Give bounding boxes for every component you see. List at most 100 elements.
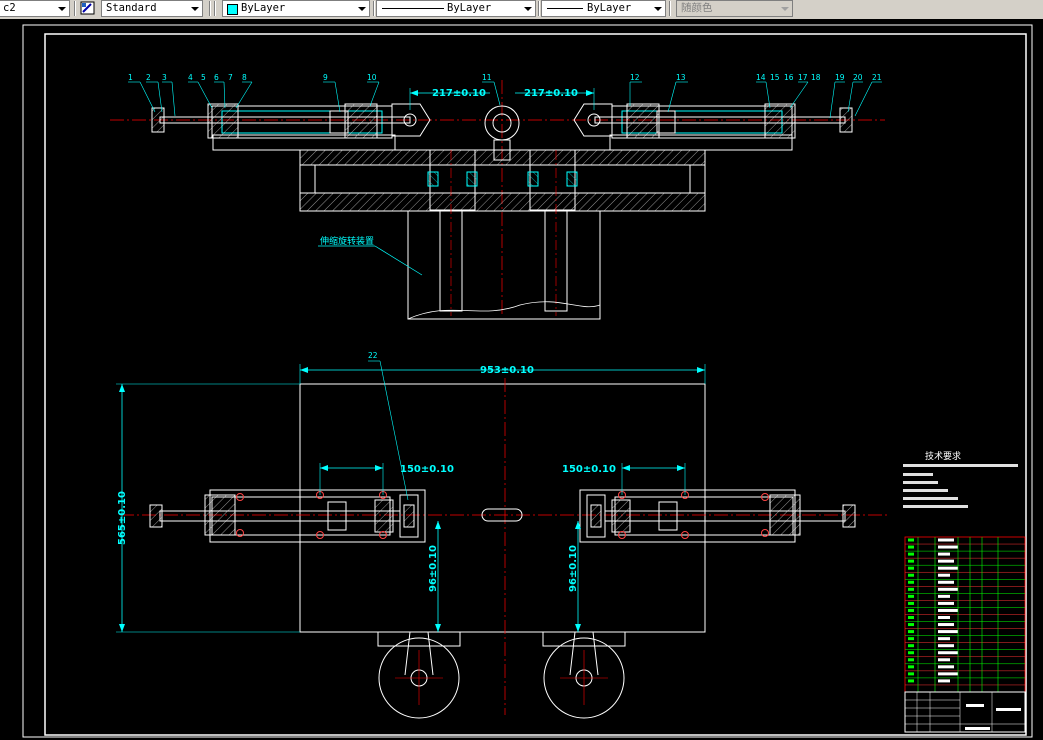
parts-list-index — [908, 573, 914, 577]
toolbar-separator — [214, 1, 216, 16]
sheet-outer-border — [22, 24, 1033, 738]
chevron-down-icon — [524, 7, 532, 11]
rotation-column — [407, 210, 601, 320]
parts-list-cell — [938, 651, 958, 655]
balloon-7: 7 — [228, 73, 233, 82]
color-dropdown-value: ByLayer — [241, 2, 286, 14]
dim-150-left: 150±0.10 — [400, 464, 454, 475]
parts-list-cell — [938, 665, 954, 669]
dim-96-right: 96±0.10 — [568, 545, 579, 592]
balloon-4: 4 — [188, 73, 193, 82]
parts-list-cell — [938, 630, 958, 634]
left-rod-end — [151, 107, 165, 133]
parts-list-cell — [938, 623, 954, 627]
parts-list-index — [908, 679, 914, 683]
balloon-19: 19 — [835, 73, 845, 82]
bottom-view: 953±0.10 565±0.10 150±0.10 150±0.10 96±0… — [116, 360, 888, 719]
parts-list-cell — [938, 616, 950, 619]
tech-title: 技术要求 — [925, 450, 961, 462]
tech-line-3 — [903, 481, 938, 484]
parts-list-index — [908, 608, 914, 612]
right-clevis-pin — [587, 113, 601, 127]
chevron-down-icon — [654, 7, 662, 11]
color-dropdown[interactable]: ByLayer — [222, 0, 370, 17]
parts-list-cell — [938, 658, 950, 662]
left-front-cap — [207, 103, 239, 139]
balloon-2: 2 — [146, 73, 151, 82]
balloon-8: 8 — [242, 73, 247, 82]
balloon-16: 16 — [784, 73, 794, 82]
dim-565: 565±0.10 — [117, 491, 128, 545]
cad-drawing: 217±0.10 217±0.10 伸缩旋转装置 1 2 3 4 5 6 7 8… — [22, 24, 1033, 738]
balloon-11: 11 — [482, 73, 492, 82]
upper-mount-plate — [299, 149, 706, 166]
chevron-down-icon — [191, 7, 199, 11]
parts-list-cell — [938, 559, 954, 563]
parts-list-cell — [938, 637, 950, 641]
linetype-dropdown-value: ByLayer — [447, 2, 492, 14]
parts-list-index — [908, 665, 914, 669]
toolbar-separator — [209, 1, 211, 16]
tech-line-1 — [903, 464, 1018, 467]
balloon-3: 3 — [162, 73, 167, 82]
plot-style-dropdown[interactable]: 随颜色 — [676, 0, 793, 17]
top-view: 217±0.10 217±0.10 伸缩旋转装置 — [110, 80, 885, 320]
balloon-13: 13 — [676, 73, 686, 82]
parts-list-index — [908, 616, 914, 619]
parts-list-cell — [938, 608, 958, 612]
parts-list-index — [908, 658, 914, 662]
chevron-down-icon — [58, 7, 66, 11]
balloon-20: 20 — [853, 73, 863, 82]
parts-list-index — [908, 601, 914, 605]
balloon-5: 5 — [201, 73, 206, 82]
parts-list-cell — [938, 545, 958, 549]
parts-list-cell — [938, 601, 954, 605]
text-style-value: Standard — [106, 2, 157, 14]
right-front-cap — [764, 103, 796, 139]
tech-line-6 — [903, 505, 968, 508]
parts-list-index — [908, 630, 914, 634]
parts-list-index — [908, 538, 914, 542]
parts-list-index — [908, 594, 914, 598]
chevron-down-icon — [781, 7, 789, 11]
text-style-icon[interactable] — [80, 1, 96, 16]
text-style-dropdown[interactable]: Standard — [101, 0, 203, 17]
parts-list-cell — [938, 580, 954, 584]
layer-dropdown[interactable]: c2 — [0, 0, 70, 17]
balloon-12: 12 — [630, 73, 640, 82]
break-line — [407, 301, 601, 320]
lineweight-dropdown[interactable]: ByLayer — [541, 0, 666, 17]
drawing-canvas[interactable]: 217±0.10 217±0.10 伸缩旋转装置 1 2 3 4 5 6 7 8… — [0, 19, 1043, 740]
balloon-18: 18 — [811, 73, 821, 82]
dim-96-left: 96±0.10 — [428, 545, 439, 592]
center-slot — [481, 508, 523, 522]
balloon-15: 15 — [770, 73, 780, 82]
parts-list-cell — [938, 552, 950, 556]
plot-style-value: 随颜色 — [681, 2, 713, 14]
linetype-dropdown[interactable]: ByLayer — [376, 0, 536, 17]
parts-list-index — [908, 566, 914, 570]
toolbar-separator — [74, 1, 76, 16]
left-clevis — [391, 103, 431, 137]
parts-list-cell — [938, 644, 954, 648]
dim-217-right: 217±0.10 — [524, 88, 578, 99]
properties-toolbar: c2 Standard ByLayer ByLayer ByLayer 随颜色 — [0, 0, 1043, 20]
balloon-10: 10 — [367, 73, 377, 82]
parts-list-index — [908, 623, 914, 627]
part-balloons: 1 2 3 4 5 6 7 8 9 10 11 12 13 14 15 16 1… — [128, 73, 882, 360]
parts-list-index — [908, 587, 914, 591]
parts-list-index — [908, 552, 914, 556]
parts-list-cell — [938, 538, 954, 542]
sheet-inner-border — [44, 33, 1027, 736]
toolbar-separator — [669, 1, 671, 16]
parts-list — [904, 536, 1026, 693]
parts-list-cell — [938, 672, 958, 676]
linetype-sample-icon — [382, 8, 444, 9]
balloon-14: 14 — [756, 73, 766, 82]
lineweight-dropdown-value: ByLayer — [587, 2, 632, 14]
callout-label: 伸缩旋转装置 — [320, 235, 374, 247]
right-wheel — [543, 637, 625, 719]
parts-list-index — [908, 651, 914, 655]
parts-list-index — [908, 637, 914, 641]
balloon-6: 6 — [214, 73, 219, 82]
